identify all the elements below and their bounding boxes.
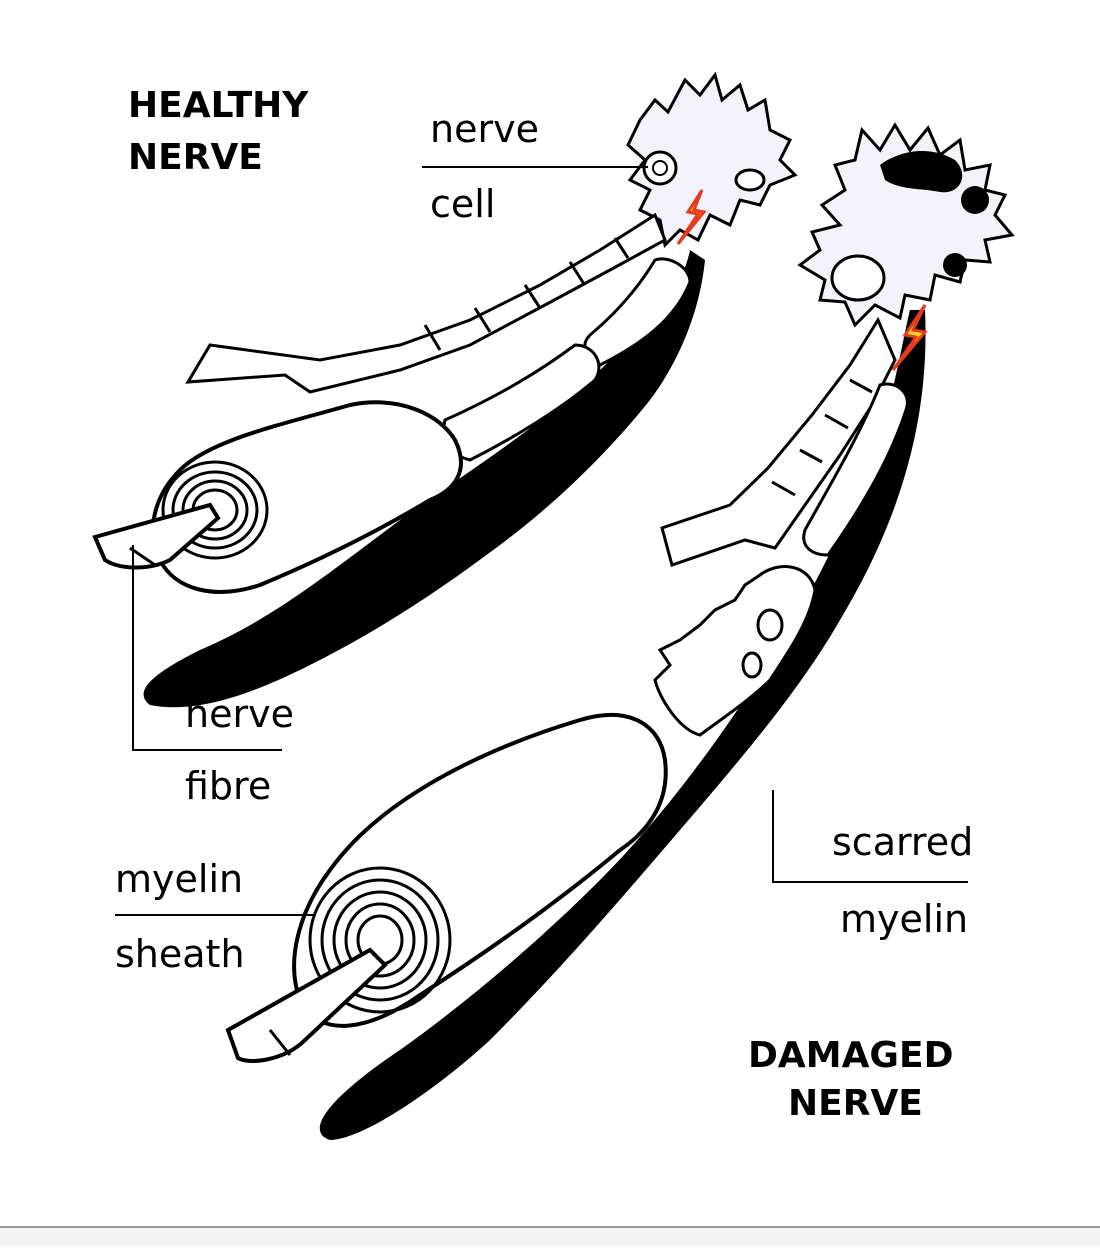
damaged-myelin-segment-1 <box>802 382 909 557</box>
scarred-myelin-label-bottom: myelin <box>840 897 969 941</box>
healthy-signal-arrow <box>185 212 667 394</box>
healthy-nerve-title-line1: HEALTHY <box>128 85 309 126</box>
healthy-nerve-cell <box>626 71 798 249</box>
damaged-nerve-title-line1: DAMAGED <box>748 1035 954 1076</box>
scarred-myelin-label-top: scarred <box>832 820 974 864</box>
damaged-impulse-icon <box>891 304 928 371</box>
damaged-cell-nucleus <box>830 254 886 302</box>
nerve-cell-label-bottom: cell <box>430 182 496 226</box>
healthy-nerve <box>92 71 798 751</box>
nerve-fibre-leader <box>132 545 282 751</box>
damaged-nerve-title-line2: NERVE <box>788 1083 923 1124</box>
damaged-myelin-rings <box>308 866 452 1014</box>
damaged-axon <box>225 947 388 1063</box>
healthy-axon <box>92 502 221 570</box>
damaged-scarred-segment <box>653 565 817 737</box>
bottom-edge-strip <box>0 1226 1100 1246</box>
nerve-fibre-label-top: nerve <box>185 692 294 736</box>
healthy-nerve-title-line2: NERVE <box>128 137 263 178</box>
damaged-nerve <box>115 122 1015 1140</box>
myelin-sheath-label-top: myelin <box>115 857 244 901</box>
healthy-cell-organelle <box>734 168 766 192</box>
scar-marks <box>741 608 784 679</box>
healthy-myelin-segment-2 <box>442 343 601 462</box>
scarred-myelin-leader <box>772 790 968 883</box>
nerve-cell-label-top: nerve <box>430 107 539 151</box>
myelin-sheath-label-bottom: sheath <box>115 932 245 976</box>
damaged-cell-dark-region <box>880 150 963 193</box>
nerve-fibre-label-bottom: fibre <box>185 764 272 808</box>
healthy-cell-nucleus <box>642 150 678 186</box>
healthy-nerve-shadow <box>143 250 705 708</box>
healthy-impulse-icon <box>676 189 707 245</box>
